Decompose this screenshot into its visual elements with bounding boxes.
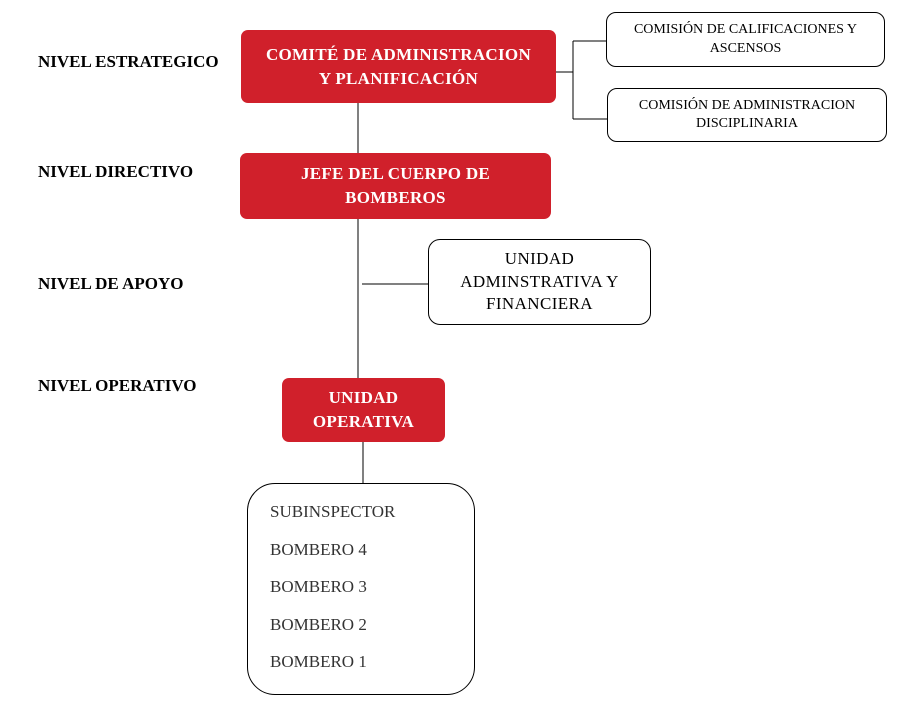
node-unidad-operativa-line2: OPERATIVA — [312, 412, 415, 431]
node-comision-calificaciones-line2: ASCENSOS — [709, 40, 782, 56]
node-comision-disciplinaria: COMISIÓN DE ADMINISTRACION DISCIPLINARIA — [607, 88, 887, 142]
rank-item: SUBINSPECTOR — [270, 502, 396, 521]
rank-item: BOMBERO 1 — [270, 652, 367, 671]
node-unidad-operativa: UNIDAD OPERATIVA — [282, 378, 445, 442]
level-label-directivo: NIVEL DIRECTIVO — [38, 162, 194, 181]
node-comision-disciplinaria-line1: COMISIÓN DE ADMINISTRACION — [638, 97, 856, 113]
node-unidad-admin-line3: FINANCIERA — [486, 294, 593, 314]
node-jefe-cuerpo-bomberos: JEFE DEL CUERPO DE BOMBEROS — [240, 153, 551, 219]
rank-item: BOMBERO 4 — [270, 540, 367, 559]
node-unidad-administrativa: UNIDAD ADMINSTRATIVA Y FINANCIERA — [428, 239, 651, 325]
level-label-apoyo: NIVEL DE APOYO — [38, 274, 184, 293]
node-comision-calificaciones-line1: COMISIÓN DE CALIFICACIONES Y — [633, 22, 858, 38]
node-unidad-admin-line2: ADMINSTRATIVA Y — [460, 271, 619, 291]
rank-item: BOMBERO 2 — [270, 615, 367, 634]
level-label-operativo: NIVEL OPERATIVO — [38, 376, 197, 395]
node-comision-disciplinaria-line2: DISCIPLINARIA — [696, 116, 798, 131]
node-jefe-line2: BOMBEROS — [345, 188, 446, 207]
ranks-container: SUBINSPECTOR BOMBERO 4 BOMBERO 3 BOMBERO… — [247, 483, 475, 695]
node-comite-line2: Y PLANIFICACIÓN — [318, 68, 479, 88]
rank-item: BOMBERO 3 — [270, 577, 367, 596]
node-unidad-admin-line1: UNIDAD — [504, 248, 575, 268]
node-jefe-line1: JEFE DEL CUERPO DE — [300, 164, 491, 184]
node-unidad-operativa-line1: UNIDAD — [328, 388, 399, 408]
node-comite-line1: COMITÉ DE ADMINISTRACION — [265, 44, 532, 64]
level-label-estrategico: NIVEL ESTRATEGICO — [38, 52, 219, 71]
node-comite-administracion: COMITÉ DE ADMINISTRACION Y PLANIFICACIÓN — [241, 30, 556, 103]
node-comision-calificaciones: COMISIÓN DE CALIFICACIONES Y ASCENSOS — [606, 12, 885, 67]
